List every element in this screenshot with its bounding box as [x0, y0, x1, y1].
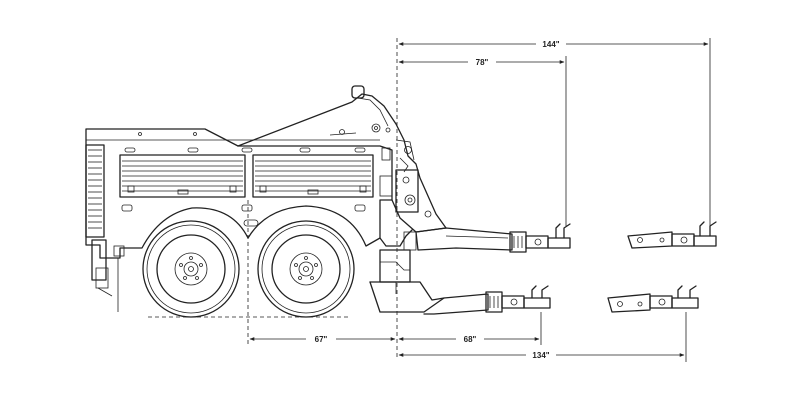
- wheel-lift-lower: [369, 281, 551, 315]
- dimension-label-144: 144": [542, 40, 559, 49]
- storage-compartment-right: [252, 154, 374, 198]
- storage-compartment-left: [119, 154, 246, 198]
- wheel-lift-upper: [379, 223, 571, 294]
- wrecker-boom: [237, 85, 447, 251]
- wheel-lift-lower-extended: [607, 285, 699, 313]
- dimension-label-68: 68": [464, 335, 477, 344]
- rear-wheel-right: [257, 220, 355, 318]
- dimension-label-134: 134": [532, 351, 549, 360]
- dimension-67: 67": [249, 335, 396, 344]
- dimension-134: 134": [398, 312, 687, 362]
- dimension-68: 68": [398, 312, 542, 345]
- rear-ribs: [88, 149, 102, 229]
- dimension-78: 78": [398, 56, 567, 226]
- dimension-144: 144": [398, 38, 711, 232]
- dimension-label-67: 67": [315, 335, 328, 344]
- dimension-label-78: 78": [476, 58, 489, 67]
- truck-body: [85, 128, 393, 312]
- wheel-lift-upper-extended: [627, 221, 717, 249]
- rear-wheel-left: [142, 220, 240, 318]
